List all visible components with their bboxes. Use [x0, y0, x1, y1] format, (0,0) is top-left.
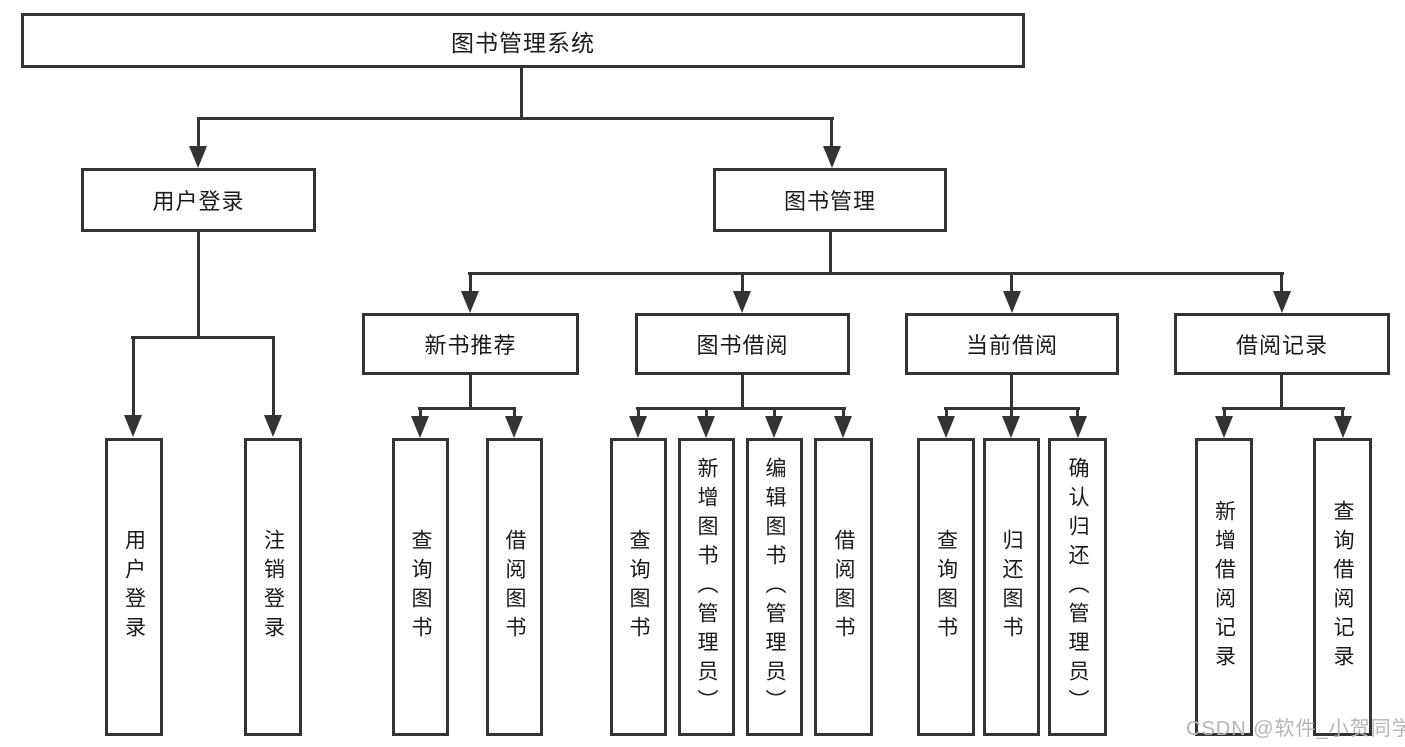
leaf-query-borrow-record: 查询借阅记录 [1313, 438, 1372, 736]
connector-shaft [830, 117, 833, 149]
connector-shaft [132, 336, 135, 420]
arrowhead-down [189, 146, 207, 168]
arrowhead-down [264, 415, 282, 437]
connector-group-stem [1280, 375, 1283, 407]
arrowhead-down [697, 416, 715, 438]
leaf-borrow-books: 借阅图书 [814, 438, 873, 736]
leaf-label: 编辑图书（管理员） [763, 456, 786, 718]
node-label: 图书管理系统 [451, 29, 595, 56]
arrowhead-down [733, 291, 751, 313]
leaf-label: 查询图书 [627, 529, 650, 645]
arrowhead-down [629, 416, 647, 438]
arrowhead-down [124, 415, 142, 437]
leaf-label: 注销登录 [261, 529, 285, 645]
node-label: 用户登录 [152, 189, 245, 214]
leaf-label: 新增图书（管理员） [695, 456, 718, 718]
arrowhead-down [823, 146, 841, 168]
connector-shaft [272, 336, 275, 420]
connector-shaft [1341, 407, 1344, 420]
arrowhead-down [937, 416, 955, 438]
leaf-label: 借阅图书 [832, 529, 855, 645]
connector-group-stem [1010, 375, 1013, 407]
leaf-query-books-recommend: 查询图书 [392, 438, 449, 736]
connector-book-mgmt-stem [829, 232, 832, 272]
node-label: 借阅记录 [1235, 333, 1328, 358]
node-label: 图书管理 [783, 189, 876, 214]
connector-shaft [1010, 272, 1013, 294]
leaf-add-borrow-record: 新增借阅记录 [1195, 438, 1253, 736]
connector-group-branch [1222, 407, 1345, 410]
leaf-label: 借阅图书 [503, 529, 526, 645]
node-new-book-recommendation: 新书推荐 [362, 313, 579, 375]
connector-shaft [945, 407, 948, 420]
node-label: 新书推荐 [424, 333, 517, 358]
connector-user-login-stem [197, 232, 200, 336]
leaf-query-books-borrowing: 查询图书 [610, 438, 667, 736]
leaf-user-login: 用户登录 [105, 438, 163, 736]
leaf-return-books: 归还图书 [983, 438, 1040, 736]
connector-group-branch [636, 407, 846, 410]
leaf-add-books-admin: 新增图书（管理员） [678, 438, 735, 736]
leaf-query-books-current: 查询图书 [917, 438, 975, 736]
leaf-label: 确认归还（管理员） [1066, 456, 1089, 718]
node-library-management-system: 图书管理系统 [21, 13, 1025, 68]
connector-shaft [469, 272, 472, 294]
connector-user-login-branch [131, 336, 275, 339]
connector-shaft [637, 407, 640, 420]
connector-root-stem [520, 68, 523, 117]
leaf-label: 用户登录 [122, 529, 146, 645]
arrowhead-down [1003, 291, 1021, 313]
connector-group-stem [741, 375, 744, 407]
arrowhead-down [1215, 416, 1233, 438]
connector-book-mgmt-branch [468, 272, 1284, 275]
node-user-login: 用户登录 [81, 168, 316, 232]
connector-shaft [1010, 407, 1013, 420]
connector-shaft [513, 407, 516, 420]
arrowhead-down [765, 416, 783, 438]
leaf-label: 新增借阅记录 [1212, 500, 1236, 674]
arrowhead-down [1069, 416, 1087, 438]
connector-shaft [1223, 407, 1226, 420]
node-borrowing-records: 借阅记录 [1174, 313, 1390, 375]
leaf-label: 查询图书 [409, 529, 432, 645]
connector-root-branch [197, 117, 834, 120]
connector-shaft [842, 407, 845, 420]
node-label: 当前借阅 [965, 333, 1058, 358]
connector-group-branch [418, 407, 516, 410]
leaf-logout: 注销登录 [244, 438, 302, 736]
connector-shaft [741, 272, 744, 294]
arrowhead-down [1002, 416, 1020, 438]
connector-shaft [1076, 407, 1079, 420]
arrowhead-down [1273, 291, 1291, 313]
connector-shaft [197, 117, 200, 149]
leaf-label: 查询图书 [934, 529, 958, 645]
leaf-label: 归还图书 [1000, 529, 1023, 645]
node-book-borrowing: 图书借阅 [635, 313, 850, 375]
arrowhead-down [834, 416, 852, 438]
node-book-management: 图书管理 [713, 168, 947, 232]
arrowhead-down [505, 416, 523, 438]
arrowhead-down [1334, 416, 1352, 438]
leaf-edit-books-admin: 编辑图书（管理员） [746, 438, 803, 736]
connector-group-stem [469, 375, 472, 407]
arrowhead-down [411, 416, 429, 438]
connector-shaft [773, 407, 776, 420]
node-current-borrowing: 当前借阅 [905, 313, 1119, 375]
node-label: 图书借阅 [696, 333, 789, 358]
arrowhead-down [461, 291, 479, 313]
leaf-confirm-return-admin: 确认归还（管理员） [1048, 438, 1107, 736]
connector-shaft [1280, 272, 1283, 294]
leaf-borrow-books-recommend: 借阅图书 [486, 438, 543, 736]
csdn-watermark: CSDN @软件_小贺同学 [1186, 718, 1405, 740]
leaf-label: 查询借阅记录 [1331, 500, 1354, 674]
connector-shaft [705, 407, 708, 420]
connector-shaft [419, 407, 422, 420]
